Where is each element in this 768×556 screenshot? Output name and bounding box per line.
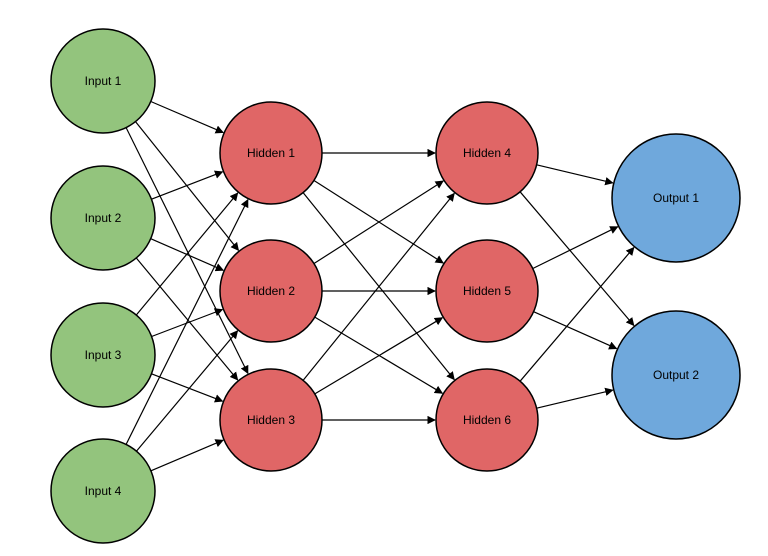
node-circle-hidden-4: [435, 101, 539, 205]
edge-hidden-6-to-output-2: [536, 387, 614, 409]
edge-input-1-to-hidden-3: [125, 127, 249, 375]
edge-hidden-5-to-output-1: [532, 226, 619, 270]
node-label-input-2: Input 2: [85, 211, 122, 225]
node-circle-hidden-2: [219, 239, 323, 343]
node-circle-input-3: [50, 302, 156, 408]
node-label-input-4: Input 4: [85, 484, 122, 498]
node-label-input-1: Input 1: [85, 74, 122, 88]
node-label-hidden-1: Hidden 1: [247, 146, 295, 160]
edge-hidden-5-to-output-2: [533, 311, 618, 350]
edge-hidden-4-to-output-2: [519, 191, 635, 327]
edge-hidden-2-to-hidden-4: [313, 180, 444, 265]
node-circle-hidden-5: [435, 239, 539, 343]
node-hidden-2: Hidden 2: [219, 239, 323, 343]
edge-input-3-to-hidden-1: [135, 192, 239, 316]
edge-hidden-6-to-output-1: [519, 246, 635, 382]
edge-input-3-to-hidden-3: [151, 373, 224, 403]
node-circle-input-4: [50, 438, 156, 544]
node-hidden-4: Hidden 4: [435, 101, 539, 205]
node-label-hidden-3: Hidden 3: [247, 413, 295, 427]
node-label-hidden-6: Hidden 6: [463, 413, 511, 427]
node-circle-hidden-3: [219, 368, 323, 472]
node-circle-input-1: [50, 28, 156, 134]
node-circle-hidden-6: [435, 368, 539, 472]
node-hidden-5: Hidden 5: [435, 239, 539, 343]
node-label-hidden-4: Hidden 4: [463, 146, 511, 160]
node-label-input-3: Input 3: [85, 348, 122, 362]
node-label-hidden-2: Hidden 2: [247, 284, 295, 298]
node-label-hidden-5: Hidden 5: [463, 284, 511, 298]
edge-input-2-to-hidden-1: [151, 170, 224, 200]
edge-input-1-to-hidden-1: [150, 100, 224, 134]
node-circle-input-2: [50, 165, 156, 271]
edge-input-4-to-hidden-1: [125, 198, 249, 445]
node-hidden-6: Hidden 6: [435, 368, 539, 472]
node-output-2: Output 2: [611, 310, 741, 440]
node-input-3: Input 3: [50, 302, 156, 408]
node-output-1: Output 1: [611, 133, 741, 263]
node-circle-hidden-1: [219, 101, 323, 205]
edge-hidden-3-to-hidden-5: [314, 317, 444, 395]
edge-input-4-to-hidden-2: [135, 330, 239, 452]
edge-input-2-to-hidden-3: [135, 257, 239, 381]
node-circle-output-1: [611, 133, 741, 263]
node-hidden-1: Hidden 1: [219, 101, 323, 205]
connections: [125, 100, 635, 472]
node-circle-output-2: [611, 310, 741, 440]
node-hidden-3: Hidden 3: [219, 368, 323, 472]
node-input-4: Input 4: [50, 438, 156, 544]
edge-input-4-to-hidden-3: [150, 439, 224, 472]
edge-hidden-4-to-output-1: [536, 164, 614, 186]
node-input-1: Input 1: [50, 28, 156, 134]
nodes: Input 1 Input 2 Input 3 Input 4 Hidden 1 Hidd…: [50, 28, 741, 544]
node-label-output-2: Output 2: [653, 368, 699, 382]
node-label-output-1: Output 1: [653, 191, 699, 205]
edge-hidden-3-to-hidden-4: [302, 192, 455, 381]
node-input-2: Input 2: [50, 165, 156, 271]
